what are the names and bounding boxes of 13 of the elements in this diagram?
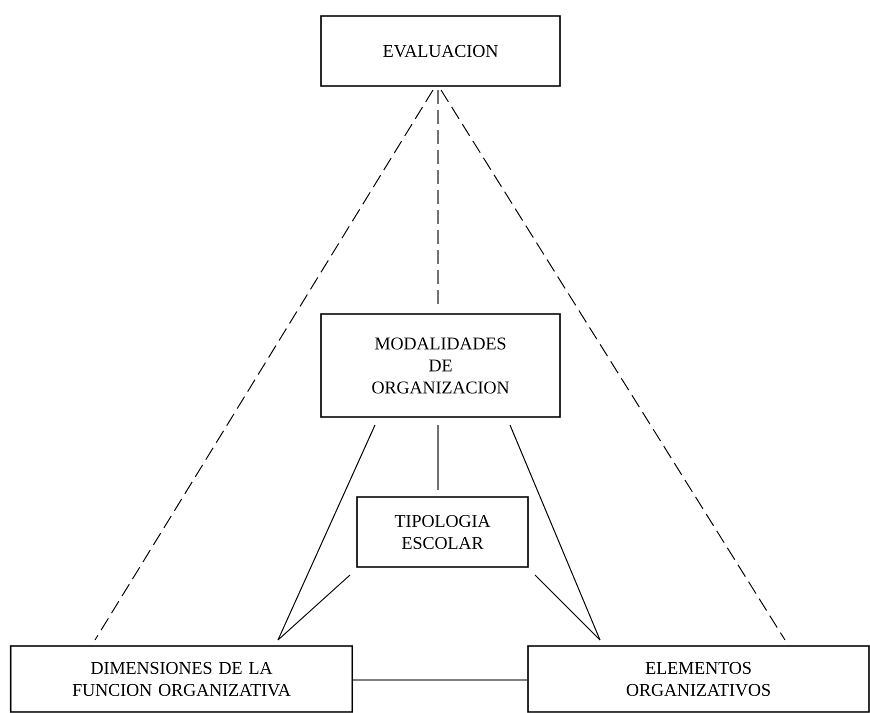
connector-line [94, 90, 434, 640]
connector-line [534, 574, 600, 640]
connector-line [437, 425, 439, 490]
connector-line [278, 424, 376, 640]
concept-box: MODALIDADES DE ORGANIZACION [320, 313, 561, 418]
concept-box: ELEMENTOS ORGANIZATIVOS [527, 645, 870, 713]
connector-line [440, 90, 786, 640]
connector-line [353, 679, 527, 681]
connector-line [510, 424, 601, 640]
concept-box: EVALUACION [320, 15, 561, 87]
concept-box: DIMENSIONES DE LA FUNCION ORGANIZATIVA [10, 645, 354, 713]
concept-box: TIPOLOGIA ESCOLAR [356, 496, 529, 568]
connector-line [278, 574, 350, 640]
